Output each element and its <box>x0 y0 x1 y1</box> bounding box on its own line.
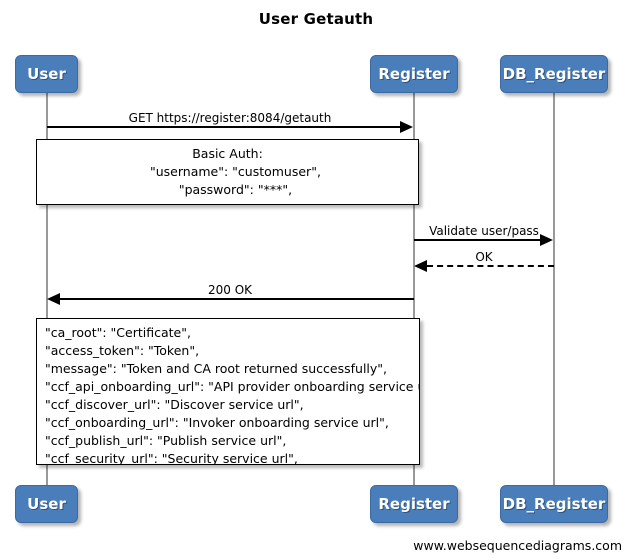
participant-db-register-bottom-label: DB_Register <box>502 495 606 513</box>
participant-db-register-bottom[interactable]: DB_Register <box>500 485 608 523</box>
message-arrowhead-200-ok <box>47 293 60 305</box>
note-fold-edge <box>402 319 419 336</box>
participant-user-bottom[interactable]: User <box>15 485 78 523</box>
note-basic-auth-line-3: "password": "***", <box>162 182 293 197</box>
participant-db-register-top[interactable]: DB_Register <box>500 55 608 93</box>
participant-register-bottom-label: Register <box>378 495 450 513</box>
lifeline-register <box>413 93 415 493</box>
diagram-title: User Getauth <box>258 10 374 28</box>
message-line-get-getauth <box>47 126 400 128</box>
participant-user-top[interactable]: User <box>15 55 78 93</box>
participant-user-bottom-label: User <box>27 495 66 513</box>
participant-register-bottom[interactable]: Register <box>370 485 458 523</box>
note-auth-response-line-6: "ccf_onboarding_url": "Invoker onboardin… <box>45 415 389 430</box>
note-fold-edge <box>401 140 418 157</box>
note-auth-response-line-8: "ccf_security_url": "Security service ur… <box>45 451 298 465</box>
message-label-get-getauth: GET https://register:8084/getauth <box>128 111 332 125</box>
note-basic-auth-line-1: Basic Auth: <box>192 146 263 161</box>
message-arrowhead-validate-user-pass <box>540 234 553 246</box>
message-arrowhead-ok <box>414 260 427 272</box>
note-auth-response-line-1: "ca_root": "Certificate", <box>45 325 191 340</box>
note-auth-response-line-3: "message": "Token and CA root returned s… <box>45 361 388 376</box>
message-label-ok: OK <box>475 250 493 264</box>
message-label-validate-user-pass: Validate user/pass <box>429 224 539 238</box>
note-auth-response-line-2: "access_token": "Token", <box>45 343 200 358</box>
message-line-validate-user-pass <box>414 239 540 241</box>
note-basic-auth: Basic Auth: "username": "customuser", "p… <box>36 139 419 205</box>
lifeline-db-register <box>553 93 555 493</box>
note-auth-response-line-7: "ccf_publish_url": "Publish service url"… <box>45 433 287 448</box>
participant-db-register-top-label: DB_Register <box>502 65 606 83</box>
note-auth-response: "ca_root": "Certificate", "access_token"… <box>36 318 420 465</box>
note-basic-auth-line-2: "username": "customuser", <box>134 164 321 179</box>
participant-register-top[interactable]: Register <box>370 55 458 93</box>
message-line-200-ok <box>60 298 414 300</box>
participant-register-top-label: Register <box>378 65 450 83</box>
note-auth-response-line-5: "ccf_discover_url": "Discover service ur… <box>45 397 304 412</box>
message-line-ok <box>427 265 554 267</box>
note-auth-response-line-4: "ccf_api_onboarding_url": "API provider … <box>45 379 420 394</box>
footer-watermark: www.websequencediagrams.com <box>413 538 622 553</box>
participant-user-top-label: User <box>27 65 66 83</box>
message-label-200-ok: 200 OK <box>207 283 253 297</box>
message-arrowhead-get-getauth <box>400 121 413 133</box>
